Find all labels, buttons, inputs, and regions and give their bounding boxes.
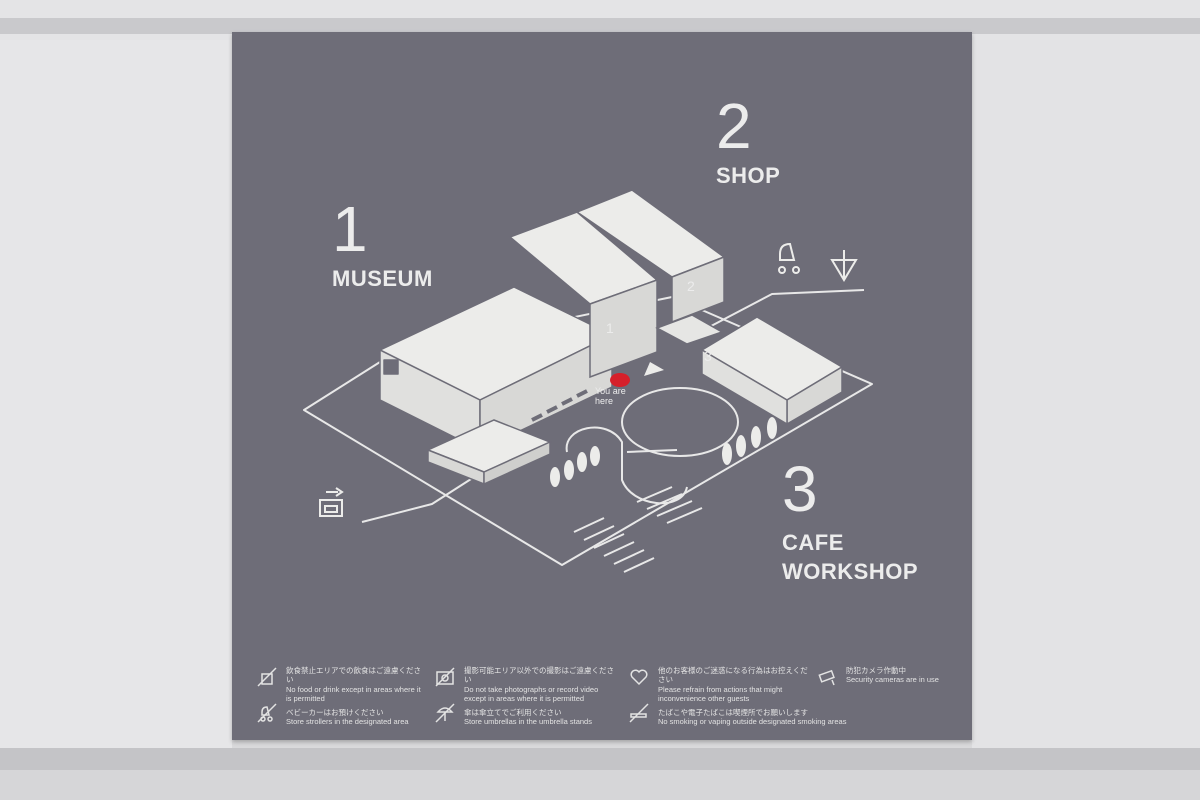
cafe-number: 3 bbox=[782, 453, 818, 525]
cafe-building bbox=[700, 316, 844, 426]
plaza-link bbox=[626, 449, 678, 453]
stroller-icon bbox=[778, 242, 800, 274]
site-map-sign: 1 2 3 You are here 1 MUSEUM 2 SHOP 3 CAF… bbox=[232, 32, 972, 740]
museum-label: 1 MUSEUM bbox=[332, 197, 433, 294]
you-are-here-label: You are here bbox=[595, 386, 626, 406]
building-number-museum: 1 bbox=[606, 320, 614, 336]
wall-left bbox=[0, 40, 232, 748]
wall-rail-top bbox=[0, 18, 1200, 34]
entrance-block bbox=[426, 419, 552, 486]
facilities-callout-line bbox=[693, 289, 865, 336]
shop-building bbox=[575, 189, 726, 324]
notice-no-smoking-jp: たばこや電子たばこは喫煙所でお願いします bbox=[658, 708, 808, 717]
parking-stripes bbox=[573, 486, 703, 573]
museum-name: MUSEUM bbox=[332, 266, 433, 291]
cafe-name-line2: WORKSHOP bbox=[782, 558, 918, 584]
walkway-roof bbox=[655, 314, 724, 345]
notice-no-photo-jp: 撮影可能エリア以外での撮影はご遠慮ください bbox=[464, 666, 614, 685]
wall-bottom bbox=[0, 770, 1200, 800]
locker-icon bbox=[319, 487, 344, 517]
wall-right bbox=[972, 40, 1200, 748]
notice-no-photo-en: Do not take photographs or record video … bbox=[464, 684, 599, 704]
entrance-arrow-icon bbox=[644, 362, 664, 376]
notice-no-food-jp: 飲食禁止エリアでの飲食はご遠慮ください bbox=[286, 666, 421, 685]
wall-rail-bottom bbox=[0, 748, 1200, 770]
notice-security-camera-jp: 防犯カメラ作動中 bbox=[846, 666, 906, 675]
no-umbrella-icon bbox=[435, 703, 455, 723]
lockers-callout-line bbox=[361, 471, 483, 523]
notice-stroller-jp: ベビーカーはお預けください bbox=[286, 708, 384, 717]
you-are-here-marker-icon bbox=[610, 373, 630, 387]
building-number-cafe: 3 bbox=[704, 348, 712, 364]
connector-building bbox=[508, 211, 659, 379]
plaza-circle bbox=[621, 387, 739, 457]
no-food-icon bbox=[257, 667, 277, 687]
museum-number: 1 bbox=[332, 193, 368, 265]
notice-umbrella-en: Store umbrellas in the umbrella stands bbox=[464, 717, 592, 727]
umbrella-icon bbox=[830, 250, 858, 282]
notice-courtesy-jp: 他のお客様のご迷惑になる行為はお控えください bbox=[658, 666, 808, 685]
no-smoking-icon bbox=[629, 703, 649, 723]
trees-right bbox=[722, 417, 777, 465]
shop-label: 2 SHOP bbox=[716, 94, 780, 191]
no-photo-icon bbox=[435, 667, 455, 687]
cafe-label: 3 CAFE WORKSHOP bbox=[782, 457, 918, 586]
trees-left bbox=[550, 446, 600, 487]
notice-security-camera-en: Security cameras are in use bbox=[846, 675, 939, 685]
notice-courtesy-en: Please refrain from actions that might i… bbox=[658, 684, 783, 704]
notice-stroller-en: Store strollers in the designated area bbox=[286, 717, 409, 727]
security-camera-icon bbox=[818, 669, 835, 686]
no-stroller-icon bbox=[257, 703, 277, 723]
notice-no-food-en: No food or drink except in areas where i… bbox=[286, 684, 421, 704]
site-map bbox=[303, 189, 873, 573]
notice-no-smoking-en: No smoking or vaping outside designated … bbox=[658, 717, 847, 727]
shop-number: 2 bbox=[716, 90, 752, 162]
cafe-name-line1: CAFE bbox=[782, 530, 844, 555]
shop-name: SHOP bbox=[716, 163, 781, 188]
heart-icon bbox=[630, 669, 648, 686]
building-number-shop: 2 bbox=[687, 278, 695, 294]
walkway-path bbox=[565, 426, 688, 505]
notice-umbrella-jp: 傘は傘立てでご利用ください bbox=[464, 708, 562, 717]
